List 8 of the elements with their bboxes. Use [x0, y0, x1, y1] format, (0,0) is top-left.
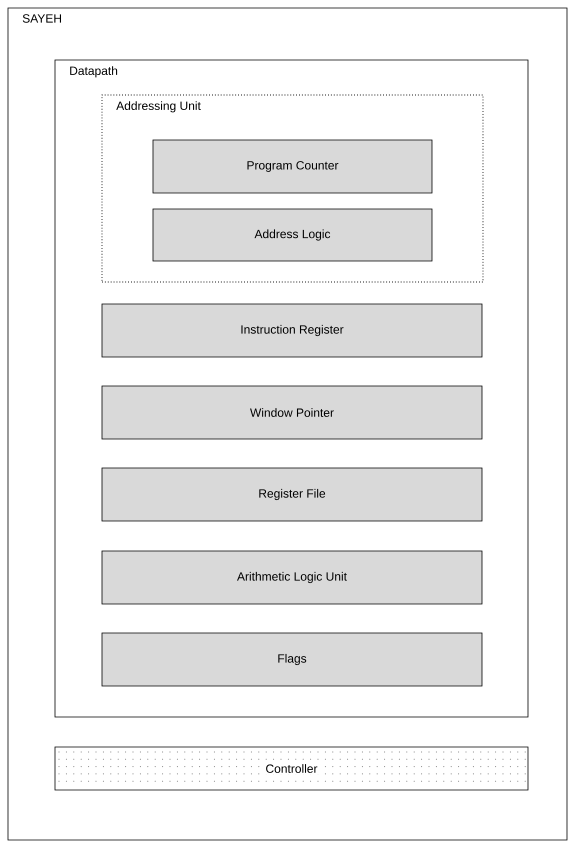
unit-box: Flags: [102, 632, 482, 686]
unit-box: Window Pointer: [102, 386, 482, 440]
unit-box: Address Logic: [152, 208, 432, 262]
unit-box: Arithmetic Logic Unit: [102, 550, 482, 604]
unit-box: Instruction Register: [102, 304, 482, 358]
unit-box: Register File: [102, 468, 482, 522]
controller-box: Controller: [54, 746, 528, 790]
unit-box: Program Counter: [152, 140, 432, 194]
